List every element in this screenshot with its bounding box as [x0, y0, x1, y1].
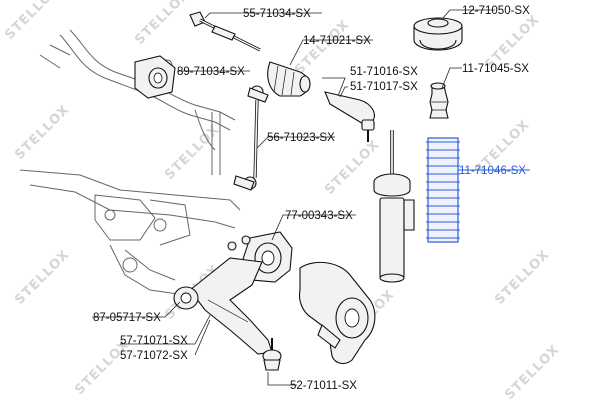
leader-57-71072 — [194, 319, 211, 356]
strut-mount — [413, 17, 463, 51]
tie-rod-boot — [267, 61, 311, 97]
stabilizer-bushing — [134, 55, 176, 99]
subframe-outline — [19, 29, 241, 296]
stabilizer-link — [233, 85, 269, 191]
label-89-71034-sx: 89-71034-SX — [177, 66, 245, 78]
part-labels: 55-71034-SX 12-71050-SX 14-71021-SX 89-7… — [93, 5, 530, 392]
leader-51-71017 — [339, 86, 348, 98]
watermark: STELLOX — [492, 247, 553, 308]
label-51-71016-sx: 51-71016-SX — [350, 66, 418, 78]
leader-11-71045 — [441, 67, 462, 89]
label-55-71034-sx: 55-71034-SX — [243, 8, 311, 20]
leader-52-71011 — [267, 372, 297, 386]
label-14-71021-sx: 14-71021-SX — [303, 35, 371, 47]
label-11-71046-sx: 11-71046-SX — [459, 165, 526, 177]
tie-rod-end — [324, 91, 375, 142]
label-57-71071-sx: 57-71071-SX — [120, 335, 188, 347]
watermark: STELLOX — [292, 17, 353, 78]
lower-control-arm — [173, 257, 273, 355]
label-56-71023-sx: 56-71023-SX — [267, 132, 335, 144]
leader-51-71016 — [322, 77, 346, 97]
label-52-71011-sx: 52-71011-SX — [290, 380, 357, 392]
watermark: STELLOX — [132, 0, 193, 48]
leader-56-71023 — [256, 136, 335, 149]
label-57-71072-sx: 57-71072-SX — [120, 350, 188, 362]
watermark: STELLOX — [12, 247, 73, 308]
label-87-05717-sx: 87-05717-SX — [93, 312, 161, 324]
shock-absorber — [373, 130, 415, 283]
watermark: STELLOX — [502, 342, 563, 400]
watermark: STELLOX — [2, 0, 63, 43]
label-12-71050-sx: 12-71050-SX — [462, 5, 530, 17]
watermark: STELLOX — [12, 102, 73, 163]
watermark: STELLOX — [162, 122, 223, 183]
label-51-71017-sx: 51-71017-SX — [350, 81, 418, 93]
leader-87-05717 — [92, 301, 181, 318]
leader-55-71034 — [204, 12, 322, 19]
steering-knuckle — [298, 261, 376, 365]
watermark-layer: STELLOX STELLOX STELLOX STELLOX STELLOX … — [2, 0, 563, 400]
ball-joint — [262, 338, 282, 371]
bump-stop — [429, 82, 449, 119]
leader-14-71021 — [289, 39, 373, 66]
leader-lines — [92, 9, 530, 386]
label-11-71045-sx: 11-71045-SX — [462, 63, 529, 75]
leader-12-71050 — [442, 9, 495, 19]
label-77-00343-sx: 77-00343-SX — [285, 210, 353, 222]
leader-57-71071 — [120, 314, 211, 345]
strut-dust-boot — [426, 137, 460, 243]
leader-77-00343 — [271, 214, 356, 241]
inner-tie-rod — [189, 11, 261, 52]
